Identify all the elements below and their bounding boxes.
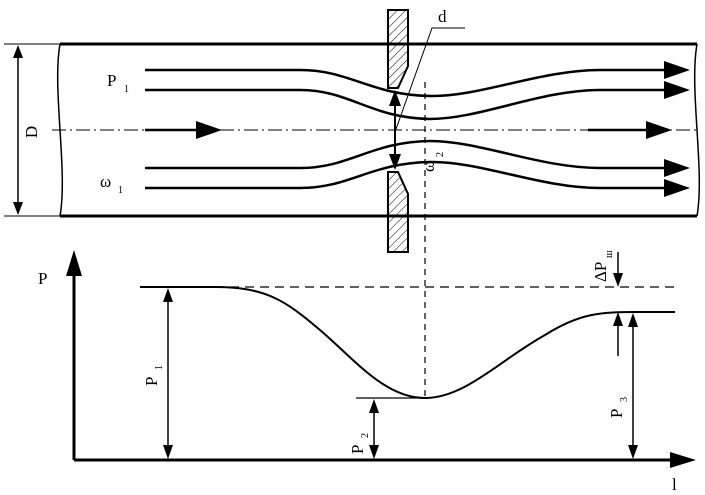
label-w1-sub: 1 (118, 185, 123, 196)
label-D: D (22, 126, 41, 138)
label-P2-graph-sub: 2 (360, 433, 371, 438)
orifice-plate (387, 9, 409, 253)
streamline-arrows (664, 61, 690, 197)
diameter-dimension (4, 43, 60, 217)
label-w2: ω (419, 161, 438, 172)
graph-axes (66, 250, 696, 468)
orifice-plate-bottom (387, 171, 409, 253)
orifice-d-leader (394, 27, 465, 133)
pipe-right-edge (693, 43, 701, 217)
streamline-1 (145, 68, 668, 98)
label-P1-pipe: P (107, 71, 116, 90)
streamline-4 (145, 160, 668, 190)
p1-dim-arrow-bottom (163, 445, 173, 459)
label-P3-graph-sub: 3 (619, 397, 630, 402)
p1-dimension (163, 288, 173, 459)
dpw-dimension (613, 252, 623, 356)
streamline-arrow-4 (664, 179, 690, 197)
p3-dim-arrow-top (628, 313, 638, 327)
streamline-3 (145, 139, 668, 170)
label-P1-graph-sub: 1 (154, 365, 165, 370)
orifice-d-arrow-bottom (389, 154, 401, 170)
streamline-arrow-3 (664, 159, 690, 177)
label-d: d (438, 7, 447, 26)
center-arrow-left-head (196, 121, 222, 139)
center-flow-arrows (145, 121, 672, 139)
dpw-arrow-top (613, 273, 623, 287)
diameter-arrow-bottom (13, 202, 23, 215)
diameter-arrow-top (13, 45, 23, 58)
p1-dim-arrow-top (163, 288, 173, 302)
p3-dimension (628, 313, 638, 459)
label-P2-graph: P (348, 445, 367, 454)
label-P1-pipe-sub: 1 (124, 84, 129, 95)
label-P-axis: P (38, 269, 47, 288)
center-arrow-right-head (646, 121, 672, 139)
p2-dim-arrow-top (369, 399, 379, 413)
label-l-axis: l (672, 475, 677, 494)
y-axis-arrow (66, 250, 82, 276)
orifice-plate-top (387, 9, 409, 89)
p3-dim-arrow-bottom (628, 445, 638, 459)
orifice-diameter-dimension (389, 27, 465, 170)
streamline-arrow-2 (664, 81, 690, 99)
label-P1-graph: P (142, 377, 161, 386)
label-dPw: ΔP (591, 262, 610, 282)
label-P3-graph: P (607, 409, 626, 418)
label-w1: ω (100, 172, 111, 191)
label-dPw-sub: ш (604, 250, 615, 258)
streamline-2 (145, 88, 668, 121)
orifice-d-arrow-top (389, 90, 401, 106)
streamlines (145, 68, 668, 190)
pressure-curve (140, 286, 675, 400)
x-axis-arrow (670, 452, 696, 468)
streamline-arrow-1 (664, 61, 690, 79)
p2-dim-arrow-bottom (369, 445, 379, 459)
label-w2-sub: 2 (435, 152, 446, 157)
p2-dimension (369, 399, 379, 459)
dpw-arrow-bottom (613, 312, 623, 326)
